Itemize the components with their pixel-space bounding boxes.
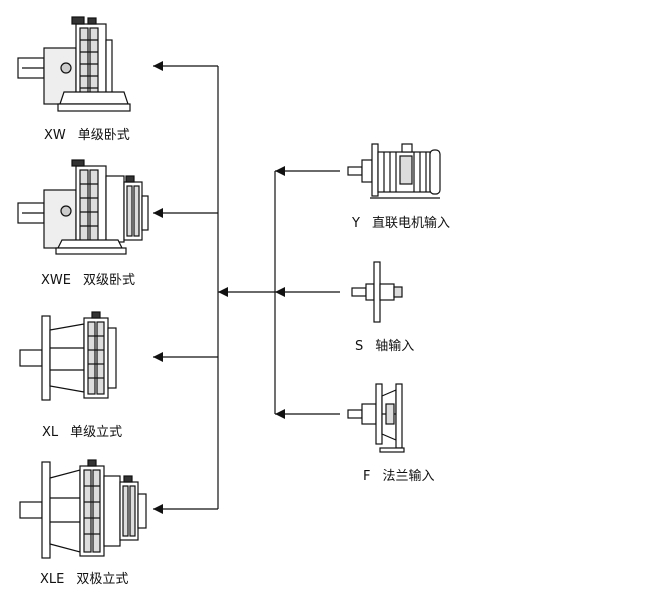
label-y-name: 直联电机输入 — [371, 216, 450, 231]
label-xle-name: 双极立式 — [76, 572, 129, 587]
single-stage-vertical-reducer-icon — [19, 311, 117, 401]
label-xl-name: 单级立式 — [70, 425, 123, 440]
connector-lines — [153, 61, 340, 514]
label-f-name: 法兰输入 — [382, 469, 435, 484]
label-f-code: F — [363, 469, 371, 484]
label-xl-code: XL — [42, 425, 59, 440]
label-xw-code: XW — [44, 128, 66, 143]
label-xwe-name: 双级卧式 — [82, 273, 135, 288]
single-stage-horizontal-reducer-icon — [17, 16, 131, 112]
label-xle: XLE 双极立式 — [40, 568, 128, 587]
shaft-input-icon — [351, 261, 403, 323]
label-xwe-code: XWE — [41, 273, 71, 288]
label-f: F 法兰输入 — [363, 465, 435, 484]
double-stage-vertical-reducer-icon — [19, 459, 147, 559]
direct-motor-input-icon — [347, 143, 441, 199]
flange-input-icon — [347, 383, 405, 453]
label-s: S 轴输入 — [355, 335, 414, 354]
label-y-code: Y — [352, 216, 360, 231]
label-xl: XL 单级立式 — [42, 421, 122, 440]
label-xw-name: 单级卧式 — [77, 128, 130, 143]
label-y: Y 直联电机输入 — [352, 212, 450, 231]
label-s-code: S — [355, 339, 364, 354]
label-s-name: 轴输入 — [375, 339, 415, 354]
label-xwe: XWE 双级卧式 — [41, 269, 135, 288]
label-xle-code: XLE — [40, 572, 65, 587]
double-stage-horizontal-reducer-icon — [17, 159, 149, 255]
label-xw: XW 单级卧式 — [44, 124, 130, 143]
